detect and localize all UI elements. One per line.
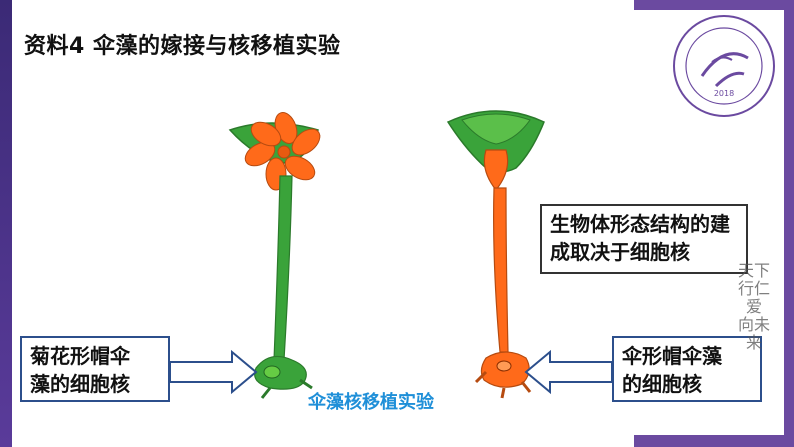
right-nucleus (497, 361, 511, 371)
right-label-line2: 的细胞核 (622, 370, 752, 398)
right-arrow (526, 352, 612, 392)
left-nucleus-label: 菊花形帽伞 藻的细胞核 (20, 336, 170, 402)
left-nucleus (264, 366, 280, 378)
motto-line2: 行仁爱 (732, 280, 776, 316)
left-arrow (170, 352, 256, 392)
conclusion-box: 生物体形态结构的建 成取决于细胞核 (540, 204, 748, 274)
experiment-caption: 伞藻核移植实验 (308, 388, 434, 414)
left-alga (230, 110, 325, 398)
left-label-line2: 藻的细胞核 (30, 370, 160, 398)
conclusion-line2: 成取决于细胞核 (550, 238, 738, 266)
motto-line3: 向未来 (732, 316, 776, 352)
right-alga (448, 111, 544, 398)
left-label-line1: 菊花形帽伞 (30, 342, 160, 370)
conclusion-line1: 生物体形态结构的建 (550, 210, 738, 238)
motto-line1: 天下 (732, 262, 776, 280)
side-motto: 天下 行仁爱 向未来 (732, 262, 776, 352)
